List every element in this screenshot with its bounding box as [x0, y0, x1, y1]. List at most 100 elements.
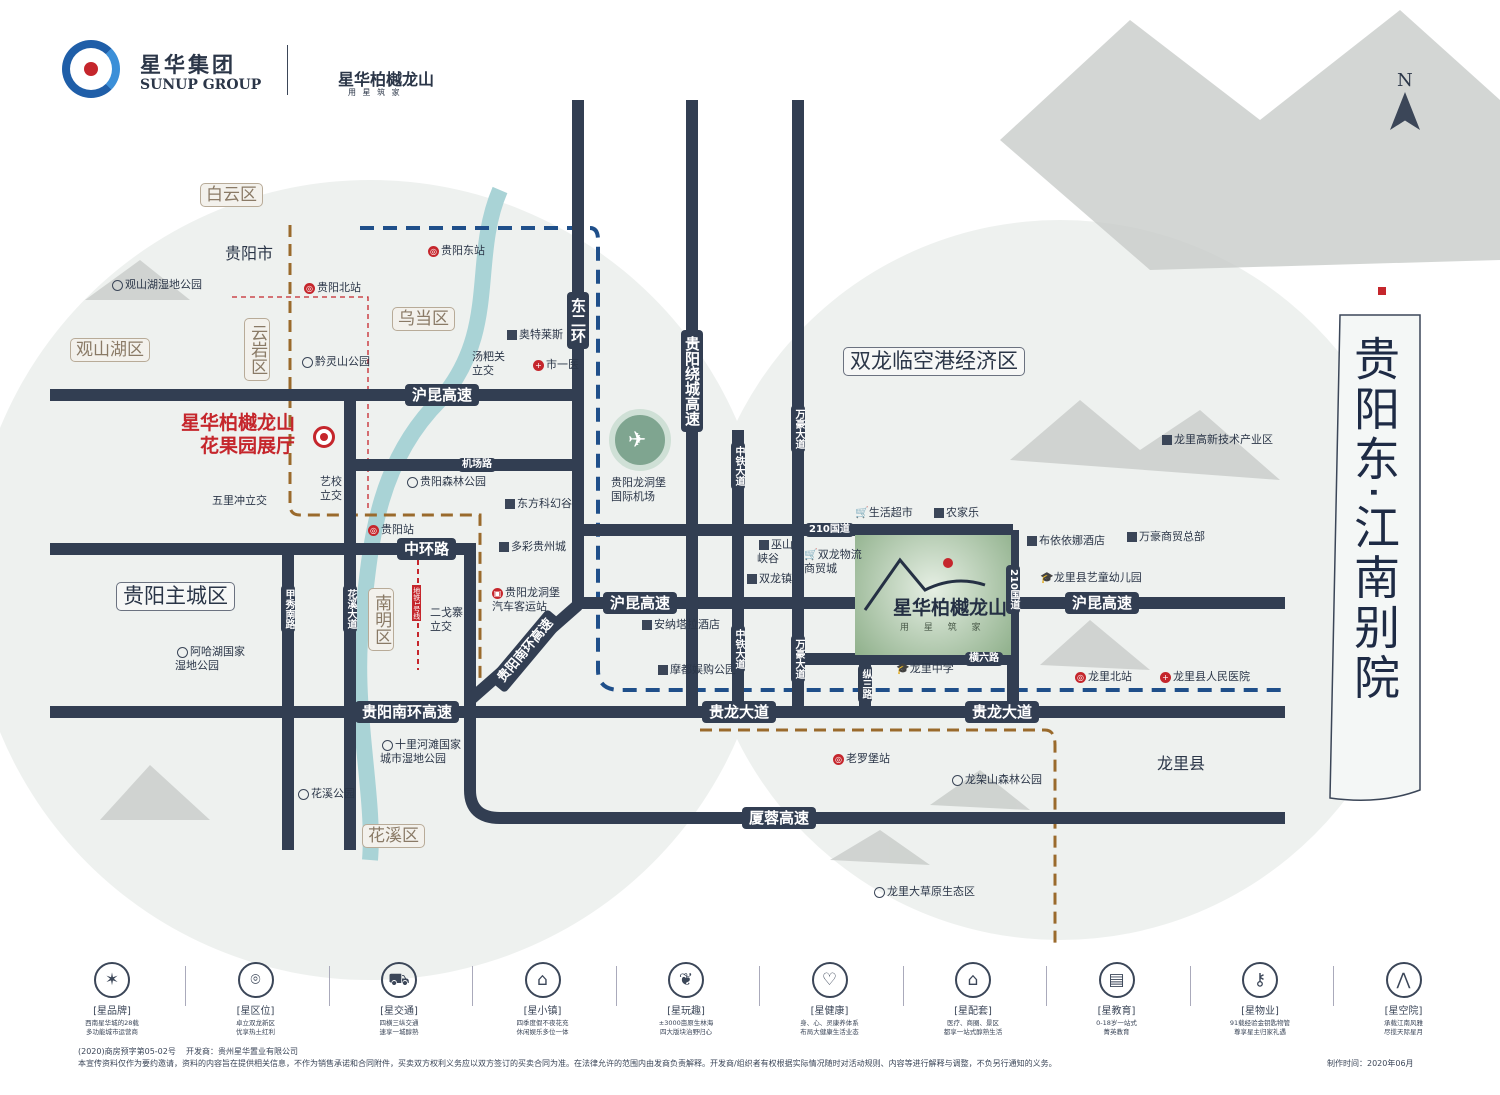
feature-divider: [1189, 966, 1191, 1006]
poi-21: 巫山 峡谷: [757, 538, 793, 566]
poi-label: 花溪公园: [311, 787, 355, 800]
poi-label: 阿哈湖国家 湿地公园: [175, 645, 245, 672]
poi-label: 双龙镇: [759, 572, 792, 585]
poi-label: 巫山 峡谷: [757, 538, 793, 565]
feature-desc: 承载江南风雅 尽揽天际星月: [1384, 1019, 1423, 1036]
river: [351, 186, 508, 861]
poi-13: 贵阳龙洞堡 国际机场: [611, 476, 666, 504]
poi-label: 贵阳北站: [317, 281, 361, 294]
poi-label: 奥特莱斯: [519, 328, 563, 341]
feature-title: [星玩趣]: [667, 1006, 705, 1017]
building-icon: [1162, 435, 1172, 445]
books-icon: ▤: [1098, 962, 1135, 998]
poi-label: 老罗堡站: [846, 752, 890, 765]
area-guiyang-main: 贵阳主城区: [116, 582, 235, 612]
brand-cn: 星华集团: [140, 53, 236, 77]
poi-label: 二戈寨 立交: [430, 606, 463, 633]
poi-label: 万豪商贸总部: [1139, 530, 1205, 543]
poi-4: 奥特莱斯: [505, 328, 563, 342]
poi-label: 五里冲立交: [212, 494, 267, 507]
poi-label: 龙里北站: [1088, 670, 1132, 683]
houses-icon: ⌂: [955, 962, 991, 998]
rail-dashed-line: [360, 226, 1285, 692]
feature-8: ⚷[星物业]91载经验金钥匙物管 尊享星主归家礼遇: [1205, 962, 1315, 1037]
feature-desc: 卓立双龙新区 优享热土红利: [236, 1019, 275, 1036]
feature-title: [星配套]: [954, 1006, 992, 1017]
developer: 开发商：贵州星华置业有限公司: [186, 1047, 299, 1056]
poi-label: 双龙物流 商贸城: [804, 548, 862, 575]
hospital-icon: +: [1160, 671, 1171, 683]
divider: [287, 45, 288, 95]
poi-label: 十里河滩国家 城市湿地公园: [380, 738, 461, 765]
project-site-name: 星华柏樾龙山: [893, 597, 1008, 619]
road-jiaxiu: 甲秀南路: [281, 585, 295, 633]
poi-16: 阿哈湖国家 湿地公园: [175, 645, 245, 673]
feature-title: [星物业]: [1241, 1006, 1279, 1017]
building-icon: [1027, 536, 1037, 546]
red-dashed-line: [232, 296, 369, 510]
feature-divider: [1333, 966, 1334, 1006]
poi-label: 贵阳森林公园: [420, 475, 486, 488]
east-zone-circle: [700, 220, 1420, 940]
building-icon: [505, 499, 515, 509]
poi-24: 🛒生活超市: [855, 506, 913, 520]
feature-1: ⌾[星区位]卓立双龙新区 优享热土红利: [201, 962, 311, 1037]
road-zongsan: 纵三路: [858, 665, 872, 703]
building-icon: [658, 665, 668, 675]
park-icon: [112, 279, 123, 291]
district-baiyun: 白云区: [200, 183, 263, 208]
building-icon: [934, 508, 944, 518]
road-zhongtie-1: 中铁大道: [731, 442, 745, 490]
poi-label: 市一医: [546, 358, 579, 371]
feature-desc: 四横三纵交通 速享一城醇熟: [379, 1019, 419, 1036]
footer-permit: (2020)商房预字第05-02号 开发商：贵州星华置业有限公司: [78, 1046, 298, 1057]
rail-station-icon: ◎: [428, 245, 439, 257]
district-guanshanhu: 观山湖区: [70, 338, 150, 363]
feature-3: ⌂[星小镇]四季度假不夜花充 休闲娱乐多位一体: [488, 962, 598, 1037]
road-zhonghuan: 中环路: [397, 538, 457, 560]
poi-33: ◎老罗堡站: [833, 752, 890, 766]
feature-title: [星品牌]: [93, 1006, 131, 1017]
road-hengliu: 横六路: [965, 652, 1003, 666]
showroom-line2: 花果园展厅: [200, 434, 296, 457]
poi-25: 农家乐: [932, 506, 979, 520]
poi-label: 龙里县艺童幼儿园: [1053, 571, 1142, 584]
airport-icon: [609, 409, 671, 471]
feature-divider: [328, 966, 330, 1006]
park-icon: [177, 646, 188, 658]
poi-label: 艺校 立交: [320, 475, 342, 502]
poi-19: 安纳塔拉酒店: [640, 618, 720, 632]
feature-divider: [759, 966, 760, 1006]
feature-desc: 0-18岁一站式 菁英教育: [1096, 1019, 1137, 1036]
road-huaxi: 花溪大道: [343, 585, 357, 633]
road-dong-erhuan: 东二环: [567, 292, 589, 349]
poi-label: 汤粑关 立交: [472, 350, 505, 377]
poi-label: 黔灵山公园: [315, 355, 370, 368]
district-wudang: 乌当区: [392, 307, 455, 332]
school-icon: 🎓: [1040, 571, 1054, 584]
poi-26: 布依依娜酒店: [1025, 534, 1105, 548]
feature-divider: [1046, 966, 1047, 1006]
poi-23: 🛒双龙物流 商贸城: [804, 548, 862, 576]
poi-label: 农家乐: [946, 506, 979, 519]
showroom-marker-icon[interactable]: [313, 426, 335, 448]
poi-2: 观山湖湿地公园: [110, 278, 202, 292]
poi-30: ◎龙里北站: [1075, 670, 1132, 684]
permit-number: (2020)商房预字第05-02号: [78, 1047, 176, 1056]
project-site[interactable]: 星华柏樾龙山 用 星 筑 家: [855, 535, 1011, 655]
location-pin-icon: ⌾: [237, 962, 274, 998]
area-shuanglong: 双龙临空港经济区: [843, 347, 1025, 377]
town-icon: ⌂: [524, 962, 561, 998]
poi-27: 万豪商贸总部: [1125, 530, 1205, 544]
area-longli: 龙里县: [1157, 754, 1206, 773]
poi-20: 摩都娱购公园: [656, 663, 736, 677]
poi-9: 五里冲立交: [212, 494, 267, 508]
poi-6: +市一医: [533, 358, 579, 372]
key-icon: ⚷: [1242, 962, 1278, 998]
poi-label: 摩都娱购公园: [670, 663, 736, 676]
road-jichang: 机场路: [458, 458, 496, 472]
cart-icon: 🛒: [855, 506, 869, 519]
poi-5: 汤粑关 立交: [472, 350, 505, 378]
poi-10: 东方科幻谷: [503, 497, 572, 511]
